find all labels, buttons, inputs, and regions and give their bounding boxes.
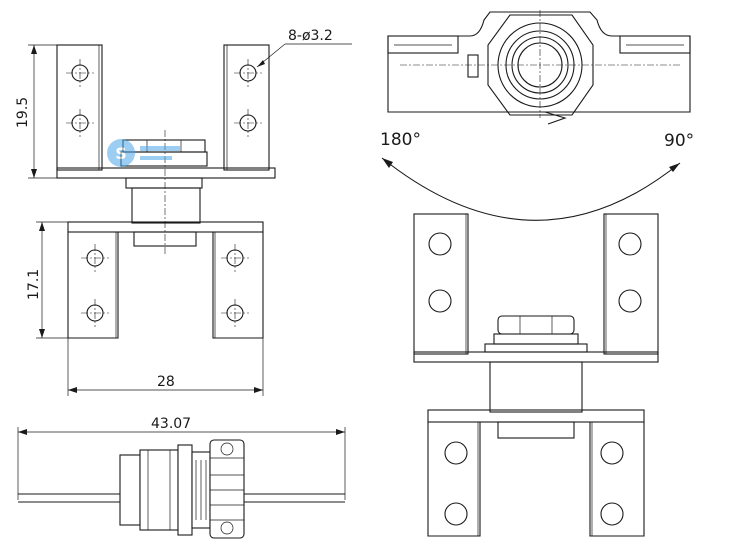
rotation-arc: 180° 90°: [380, 130, 694, 221]
dim-width-bracket-label: 28: [157, 374, 175, 390]
angle-90-label: 90°: [664, 131, 694, 151]
dim-height-upper-label: 19.5: [15, 97, 31, 128]
dim-height-lower: 17.1: [26, 221, 68, 339]
dim-holes-label: 8-ø3.2: [288, 28, 333, 44]
dim-hole-callout: 8-ø3.2: [256, 28, 352, 68]
front-view: [56, 44, 276, 339]
svg-text:S: S: [115, 144, 127, 163]
top-view: [387, 10, 691, 125]
side-view: 43.07: [17, 416, 346, 539]
watermark-logo: S: [107, 139, 180, 167]
angle-180-label: 180°: [380, 130, 421, 150]
dim-height-lower-label: 17.1: [26, 269, 42, 300]
dim-width-bracket: 28: [67, 338, 264, 396]
assembled-view: [413, 213, 659, 537]
dim-overall-length-label: 43.07: [151, 416, 191, 432]
dim-height-upper: 19.5: [15, 44, 57, 179]
